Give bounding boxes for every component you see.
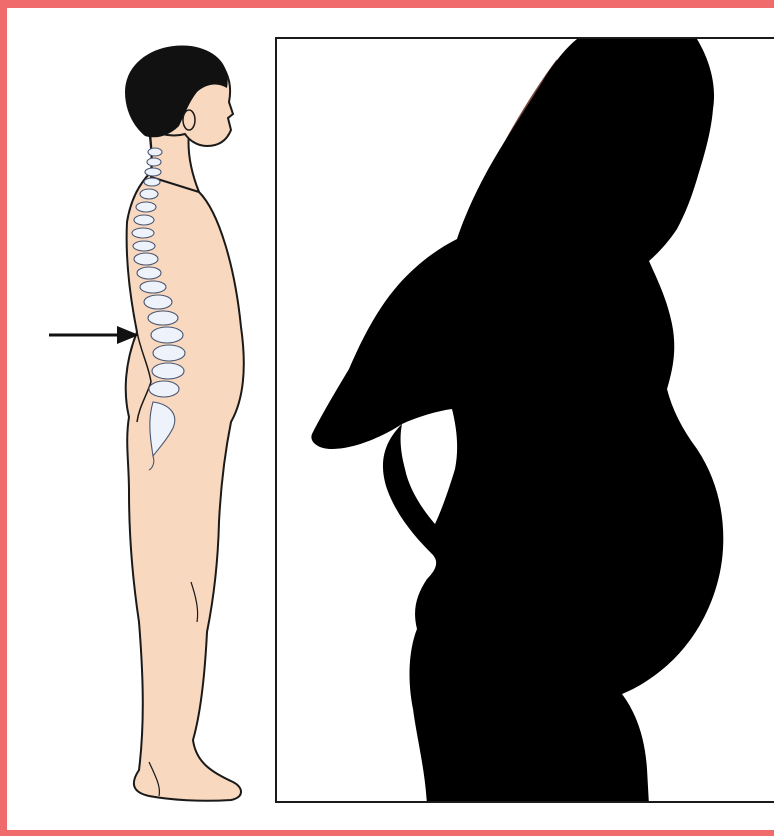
pregnant-woman-silhouette: [277, 39, 774, 803]
pregnancy-silhouette-panel: [275, 37, 774, 803]
man-lateral-view: [21, 22, 271, 822]
arrow-right-icon: [49, 326, 139, 344]
man-ear: [183, 110, 195, 130]
spine-illustration-panel: [21, 22, 271, 822]
woman-silhouette: [311, 39, 723, 803]
